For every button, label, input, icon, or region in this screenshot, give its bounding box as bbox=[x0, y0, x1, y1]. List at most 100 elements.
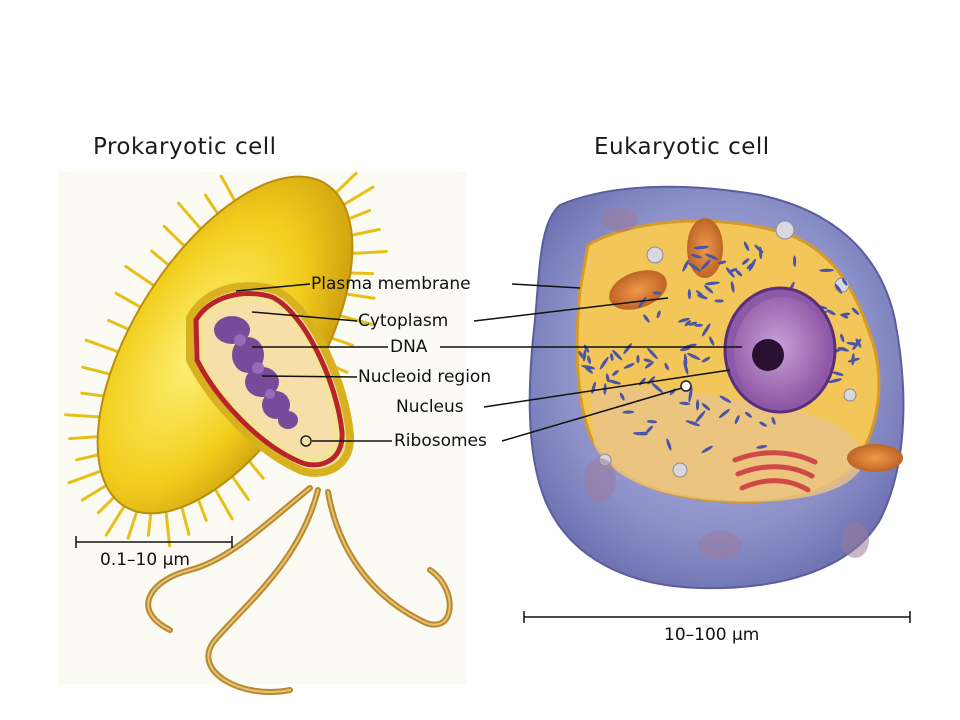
er-segment bbox=[704, 285, 714, 294]
er-segment bbox=[612, 370, 619, 376]
pilus bbox=[162, 224, 188, 250]
er-segment bbox=[623, 363, 635, 369]
scale-label-eukaryotic: 10–100 μm bbox=[664, 625, 760, 645]
er-segment bbox=[685, 420, 701, 427]
vacuoles bbox=[584, 208, 869, 559]
er-segment bbox=[666, 438, 672, 451]
ribosome-marker bbox=[680, 380, 692, 392]
er-segment bbox=[647, 347, 658, 360]
pilus bbox=[335, 313, 375, 327]
er-segment bbox=[735, 269, 743, 277]
er-segment bbox=[684, 320, 691, 327]
er-segment bbox=[719, 395, 732, 403]
scale-bar-eukaryotic bbox=[523, 611, 911, 623]
er-segment bbox=[638, 296, 647, 308]
pilus bbox=[219, 174, 238, 206]
nucleoid-dna bbox=[214, 316, 298, 429]
er-segment bbox=[834, 283, 843, 294]
er-segment bbox=[643, 314, 650, 323]
er-segment bbox=[832, 371, 844, 376]
er-segment bbox=[651, 382, 664, 394]
er-segment bbox=[734, 414, 740, 425]
er-segment bbox=[718, 408, 730, 419]
er-segment bbox=[622, 410, 635, 414]
er-segment bbox=[759, 421, 767, 427]
er-segment bbox=[678, 317, 690, 323]
er-segment bbox=[636, 355, 640, 364]
er-segment bbox=[607, 379, 622, 385]
er-segment bbox=[683, 360, 689, 375]
pilus bbox=[64, 413, 105, 419]
pilus bbox=[179, 501, 191, 536]
label-cytoplasm: Cytoplasm bbox=[358, 311, 449, 331]
er-segment bbox=[587, 355, 591, 364]
pilus bbox=[164, 505, 172, 548]
label-dna: DNA bbox=[390, 337, 428, 357]
label-nucleus: Nucleus bbox=[396, 397, 464, 417]
mitochondrion bbox=[847, 444, 903, 472]
er-segment bbox=[644, 361, 654, 369]
er-segment bbox=[840, 312, 851, 317]
pilus bbox=[347, 250, 388, 256]
er-segment bbox=[705, 281, 720, 286]
er-segment bbox=[744, 411, 752, 418]
er-segment bbox=[743, 241, 750, 252]
label-plasma-membrane: Plasma membrane bbox=[311, 274, 471, 294]
euk-cytoplasm-lower bbox=[590, 386, 862, 502]
er-segment bbox=[605, 373, 610, 383]
er-segment bbox=[748, 258, 756, 272]
label-nucleoid-region: Nucleoid region bbox=[358, 367, 492, 387]
er-segment bbox=[701, 323, 711, 337]
pilus bbox=[114, 291, 145, 310]
er-segment bbox=[841, 278, 848, 286]
er-segment bbox=[819, 268, 835, 272]
prokaryotic-title: Prokaryotic cell bbox=[93, 134, 277, 160]
er-segment bbox=[652, 291, 662, 295]
er-segment bbox=[664, 362, 669, 371]
er-segment bbox=[840, 333, 845, 343]
pilus bbox=[84, 338, 123, 355]
scale-bar-prokaryotic bbox=[75, 536, 233, 548]
er-segment bbox=[717, 260, 727, 265]
er-segment bbox=[635, 431, 648, 436]
scale-label-prokaryotic: 0.1–10 μm bbox=[100, 550, 190, 570]
er-segment bbox=[645, 425, 653, 434]
er-segment bbox=[701, 402, 711, 411]
er-segment bbox=[682, 259, 690, 272]
er-segment bbox=[701, 445, 713, 454]
er-segment bbox=[646, 420, 658, 424]
er-segment bbox=[679, 401, 691, 406]
er-segment bbox=[695, 399, 700, 411]
er-segment bbox=[643, 358, 652, 363]
pilus bbox=[67, 468, 107, 485]
er-segment bbox=[582, 349, 587, 362]
er-segment bbox=[828, 378, 842, 383]
er-segment bbox=[610, 353, 614, 361]
er-segment bbox=[687, 262, 702, 272]
er-segment bbox=[688, 321, 698, 326]
er-segment bbox=[701, 259, 711, 270]
pilus bbox=[150, 249, 173, 269]
er-segment bbox=[759, 246, 763, 260]
ribosome-marker bbox=[300, 435, 312, 447]
er-segment bbox=[581, 365, 596, 370]
er-segment bbox=[709, 336, 715, 346]
er-segment bbox=[578, 350, 584, 359]
pilus bbox=[81, 365, 115, 377]
er-segment bbox=[599, 356, 609, 370]
pilus bbox=[327, 335, 355, 347]
er-segment bbox=[687, 289, 692, 300]
er-segment bbox=[855, 338, 862, 348]
er-segment bbox=[619, 392, 625, 401]
er-segment bbox=[742, 258, 750, 265]
eukaryotic-cell bbox=[528, 185, 905, 590]
pilus bbox=[346, 227, 381, 238]
er-segment bbox=[690, 253, 702, 259]
prokaryotic-cell bbox=[64, 171, 453, 695]
er-segment bbox=[656, 310, 661, 319]
er-segment bbox=[695, 410, 706, 423]
eukaryotic-title: Eukaryotic cell bbox=[594, 134, 770, 160]
er-segment bbox=[730, 281, 735, 293]
er-segment bbox=[714, 299, 724, 303]
